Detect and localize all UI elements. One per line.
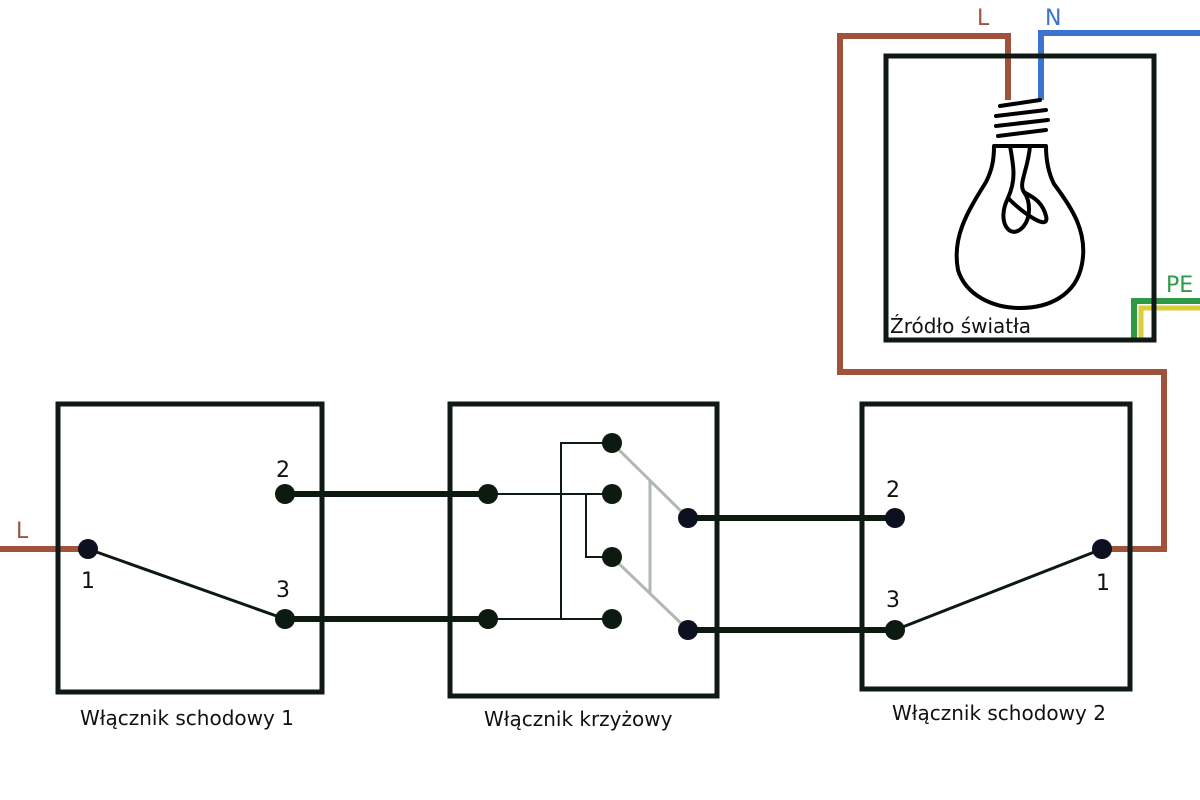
- phase-wire: [0, 33, 1167, 552]
- switch-1-label: Włącznik schodowy 1: [80, 706, 294, 730]
- switch-2-contact-arm: [894, 547, 1103, 632]
- cross-switch-box: [447, 401, 720, 699]
- switch-2-terminal-2: [885, 508, 905, 528]
- switch-1-terminal-1: [78, 539, 98, 559]
- switch-2-terminal-2-label: 2: [886, 478, 900, 503]
- switch-2-label: Włącznik schodowy 2: [892, 701, 1106, 725]
- neutral-wire: [1038, 30, 1200, 100]
- traveler-wires: [285, 491, 895, 633]
- cross-switch-label: Włącznik krzyżowy: [484, 707, 673, 731]
- switch-1-contact-arm: [87, 547, 286, 621]
- cross-switch-contact-d: [602, 609, 622, 629]
- switch-2-box: [859, 401, 1133, 692]
- wire-label-pe: PE: [1166, 273, 1193, 298]
- cross-switch-contact-a: [602, 433, 622, 453]
- switch-2-terminal-3-label: 3: [886, 588, 900, 613]
- wire-label-l-top: L: [977, 6, 990, 31]
- light-source: Źródło światła: [883, 53, 1157, 343]
- cross-switch-internal-wiring: [488, 442, 612, 620]
- cross-switch-input-bottom: [478, 609, 498, 629]
- switch-1-terminal-3: [275, 609, 295, 629]
- cross-switch-contact-b: [602, 484, 622, 504]
- switch-1-box: [55, 401, 325, 695]
- wire-label-l-left: L: [16, 519, 29, 544]
- switch-2-terminal-1: [1092, 539, 1112, 559]
- cross-switch-output-top: [678, 508, 698, 528]
- cross-switch-contact-c: [602, 547, 622, 567]
- light-source-box: [883, 53, 1157, 343]
- switch-1-terminal-2: [275, 484, 295, 504]
- light-bulb-icon: [954, 98, 1086, 310]
- switch-1: 1 2 3 Włącznik schodowy 1: [55, 401, 325, 730]
- cross-switch-contacts: [610, 441, 690, 632]
- light-source-label: Źródło światła: [890, 314, 1031, 338]
- switch-2: 1 2 3 Włącznik schodowy 2: [859, 401, 1133, 725]
- switch-1-terminal-2-label: 2: [276, 458, 290, 483]
- switch-1-terminal-3-label: 3: [276, 578, 290, 603]
- wire-label-n: N: [1045, 6, 1061, 31]
- cross-switch: Włącznik krzyżowy: [447, 401, 720, 731]
- switch-1-terminal-1-label: 1: [81, 569, 95, 594]
- switch-2-terminal-3: [885, 620, 905, 640]
- cross-switch-input-top: [478, 484, 498, 504]
- cross-switch-output-bottom: [678, 620, 698, 640]
- switch-2-terminal-1-label: 1: [1096, 571, 1110, 596]
- earth-wire: [1131, 298, 1200, 338]
